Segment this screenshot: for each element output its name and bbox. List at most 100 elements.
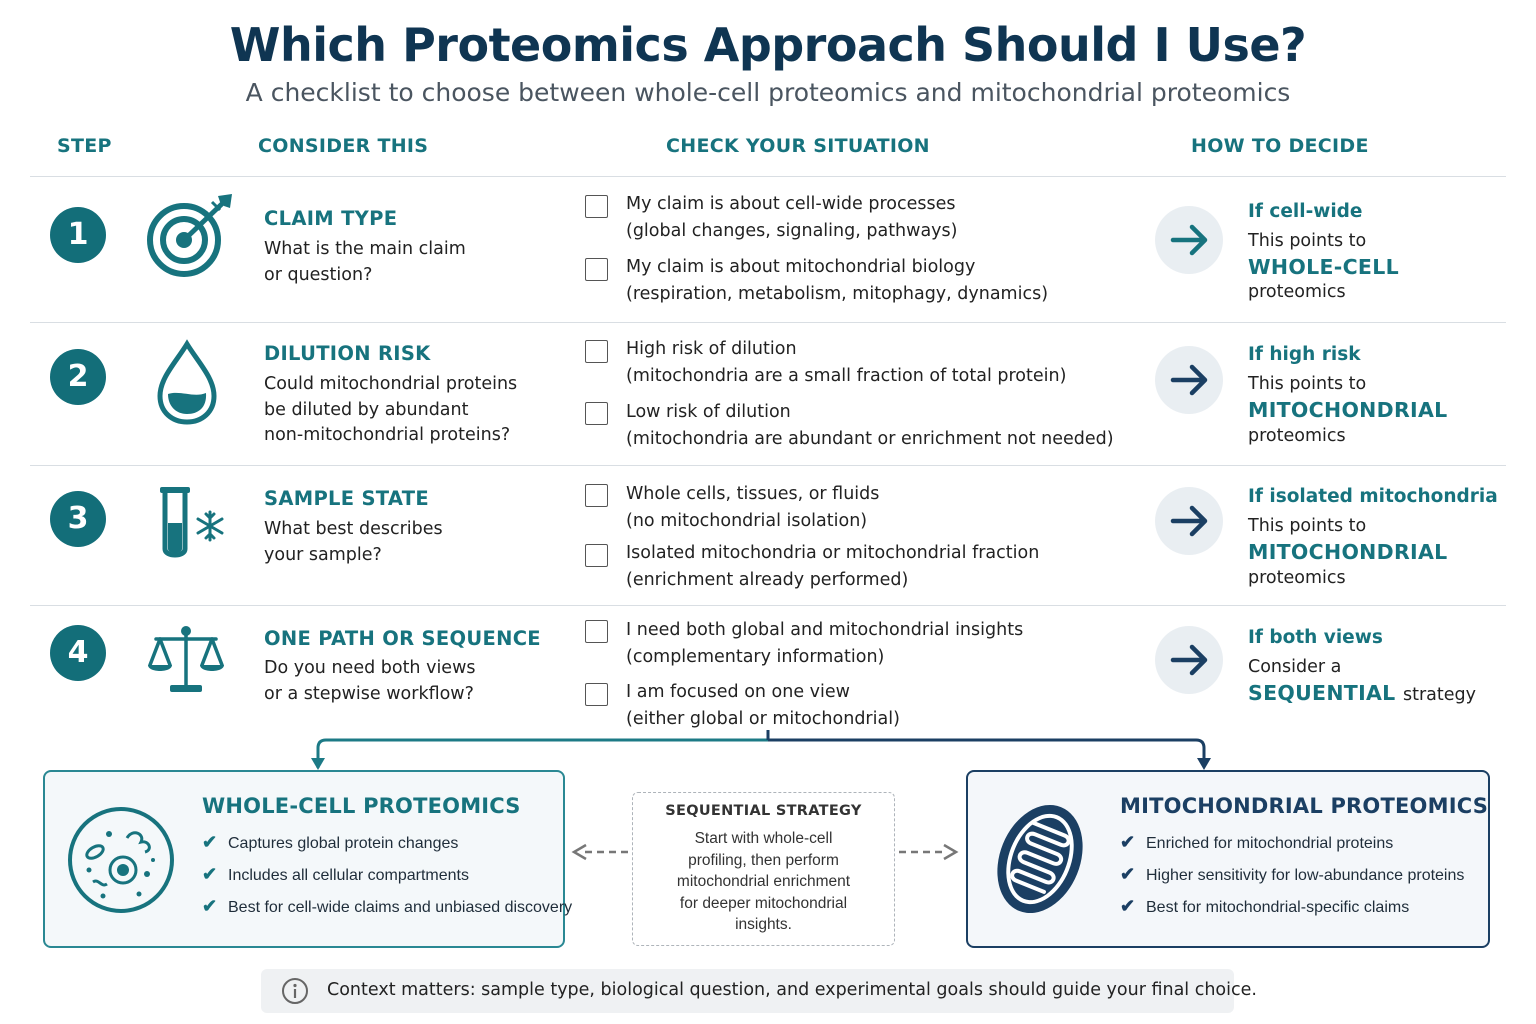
question-line: Could mitochondrial proteins xyxy=(264,374,518,394)
step-question: What is the main claim or question? xyxy=(264,237,544,288)
question-line: What best describes xyxy=(264,519,443,539)
option-checkbox[interactable] xyxy=(585,620,608,643)
step-title: SAMPLE STATE xyxy=(264,487,429,510)
info-icon xyxy=(281,977,309,1010)
whole-cell-item: ✔Best for cell-wide claims and unbiased … xyxy=(202,896,572,917)
mitochondrial-panel: MITOCHONDRIAL PROTEOMICS ✔Enriched for m… xyxy=(966,770,1490,948)
decision-suffix: proteomics xyxy=(1248,426,1346,446)
step-number: 3 xyxy=(50,491,106,547)
decision-points: This points to xyxy=(1248,516,1367,536)
option-text: Isolated mitochondria or mitochondrial f… xyxy=(626,540,1039,593)
decision-if: If both views xyxy=(1248,627,1383,648)
option-line: I need both global and mitochondrial ins… xyxy=(626,620,1024,640)
question-line: or question? xyxy=(264,264,373,285)
option-text: My claim is about cell-wide processes (g… xyxy=(626,191,957,244)
page-subtitle: A checklist to choose between whole-cell… xyxy=(245,78,1291,107)
decision-points: This points to xyxy=(1248,231,1367,251)
option-text: High risk of dilution (mitochondria are … xyxy=(626,336,1066,389)
step-question: Do you need both views or a stepwise wor… xyxy=(264,656,544,707)
arrow-right-icon xyxy=(1155,487,1223,555)
decision-points: This points to xyxy=(1248,374,1367,394)
mitochondrial-item-text: Enriched for mitochondrial proteins xyxy=(1146,835,1394,852)
whole-cell-item-text: Captures global protein changes xyxy=(228,835,459,852)
whole-cell-panel: WHOLE-CELL PROTEOMICS ✔Captures global p… xyxy=(43,770,572,948)
decision-points: Consider a xyxy=(1248,657,1342,677)
option-checkbox[interactable] xyxy=(585,195,608,218)
cell-icon xyxy=(65,804,177,921)
mitochondrial-title: MITOCHONDRIAL PROTEOMICS xyxy=(1120,794,1489,818)
decision-suffix: strategy xyxy=(1402,685,1476,705)
decision-result: MITOCHONDRIAL xyxy=(1248,398,1448,422)
header-step: STEP xyxy=(57,135,112,157)
divider xyxy=(30,605,1506,606)
option-text: Low risk of dilution (mitochondria are a… xyxy=(626,399,1114,452)
divider xyxy=(30,465,1506,466)
header-decide: HOW TO DECIDE xyxy=(1191,135,1369,157)
option-line: My claim is about cell-wide processes xyxy=(626,194,956,214)
divider xyxy=(30,176,1506,177)
step-number: 2 xyxy=(50,349,106,405)
option-line: High risk of dilution xyxy=(626,339,797,359)
check-icon: ✔ xyxy=(202,864,218,884)
step-number: 4 xyxy=(50,625,106,681)
mitochondrial-item-text: Higher sensitivity for low-abundance pro… xyxy=(1146,867,1465,884)
option-text: I am focused on one view (either global … xyxy=(626,679,900,732)
sequential-body: Start with whole-cell profiling, then pe… xyxy=(651,828,876,936)
option-line: Low risk of dilution xyxy=(626,402,791,422)
sequential-line: Start with whole-cell xyxy=(694,830,833,847)
decision-if: If cell-wide xyxy=(1248,201,1363,222)
option-text: Whole cells, tissues, or fluids (no mito… xyxy=(626,481,879,534)
question-line: be diluted by abundant xyxy=(264,399,469,420)
question-line: your sample? xyxy=(264,544,382,565)
mitochondrion-icon xyxy=(990,796,1090,927)
sequential-strategy-panel: SEQUENTIAL STRATEGY Start with whole-cel… xyxy=(632,792,895,946)
step-title: ONE PATH OR SEQUENCE xyxy=(264,627,541,650)
mitochondrial-item: ✔Higher sensitivity for low-abundance pr… xyxy=(1120,864,1464,885)
question-line: or a stepwise workflow? xyxy=(264,683,474,704)
decision-if: If high risk xyxy=(1248,344,1361,365)
arrow-right-icon xyxy=(1155,206,1223,274)
option-checkbox[interactable] xyxy=(585,683,608,706)
option-detail: (mitochondria are a small fraction of to… xyxy=(626,365,1067,386)
whole-cell-item: ✔ Includes all cellular compartments xyxy=(202,864,469,885)
question-line: What is the main claim xyxy=(264,239,466,259)
option-detail: (either global or mitochondrial) xyxy=(626,708,900,729)
page-title: Which Proteomics Approach Should I Use? xyxy=(229,18,1307,72)
target-icon xyxy=(142,192,238,293)
option-line: Isolated mitochondria or mitochondrial f… xyxy=(626,543,1040,563)
decision-result-word: SEQUENTIAL xyxy=(1248,681,1396,705)
option-detail: (mitochondria are abundant or enrichment… xyxy=(626,428,1114,449)
header-check: CHECK YOUR SITUATION xyxy=(666,135,930,157)
check-icon: ✔ xyxy=(202,896,218,916)
arrow-right-icon xyxy=(1155,346,1223,414)
option-checkbox[interactable] xyxy=(585,402,608,425)
step-question: What best describes your sample? xyxy=(264,517,544,568)
sequential-line: profiling, then perform xyxy=(688,851,839,869)
question-line: non-mitochondrial proteins? xyxy=(264,425,511,445)
balance-scale-icon xyxy=(146,623,226,702)
test-tube-snowflake-icon xyxy=(156,481,236,572)
option-checkbox[interactable] xyxy=(585,484,608,507)
option-detail: (enrichment already performed) xyxy=(626,569,909,590)
mitochondrial-item-text: Best for mitochondrial-specific claims xyxy=(1146,899,1410,916)
sequential-title: SEQUENTIAL STRATEGY xyxy=(665,803,862,819)
decision-result: MITOCHONDRIAL xyxy=(1248,540,1448,564)
option-checkbox[interactable] xyxy=(585,544,608,567)
droplet-icon xyxy=(152,338,222,433)
option-checkbox[interactable] xyxy=(585,258,608,281)
step-title: CLAIM TYPE xyxy=(264,207,398,230)
decision-suffix: proteomics xyxy=(1248,568,1346,588)
sequential-line: insights. xyxy=(735,916,792,934)
divider xyxy=(30,322,1506,323)
whole-cell-item-text: Includes all cellular compartments xyxy=(228,867,469,884)
option-line: Whole cells, tissues, or fluids xyxy=(626,484,880,504)
option-detail: (global changes, signaling, pathways) xyxy=(626,220,958,241)
option-checkbox[interactable] xyxy=(585,340,608,363)
option-detail: (respiration, metabolism, mitophagy, dyn… xyxy=(626,283,1049,304)
option-detail: (complementary information) xyxy=(626,646,885,667)
whole-cell-item: ✔Captures global protein changes xyxy=(202,832,458,853)
option-text: I need both global and mitochondrial ins… xyxy=(626,617,1023,670)
mitochondrial-item: ✔Best for mitochondrial-specific claims xyxy=(1120,896,1409,917)
sequential-line: mitochondrial enrichment xyxy=(676,873,851,891)
